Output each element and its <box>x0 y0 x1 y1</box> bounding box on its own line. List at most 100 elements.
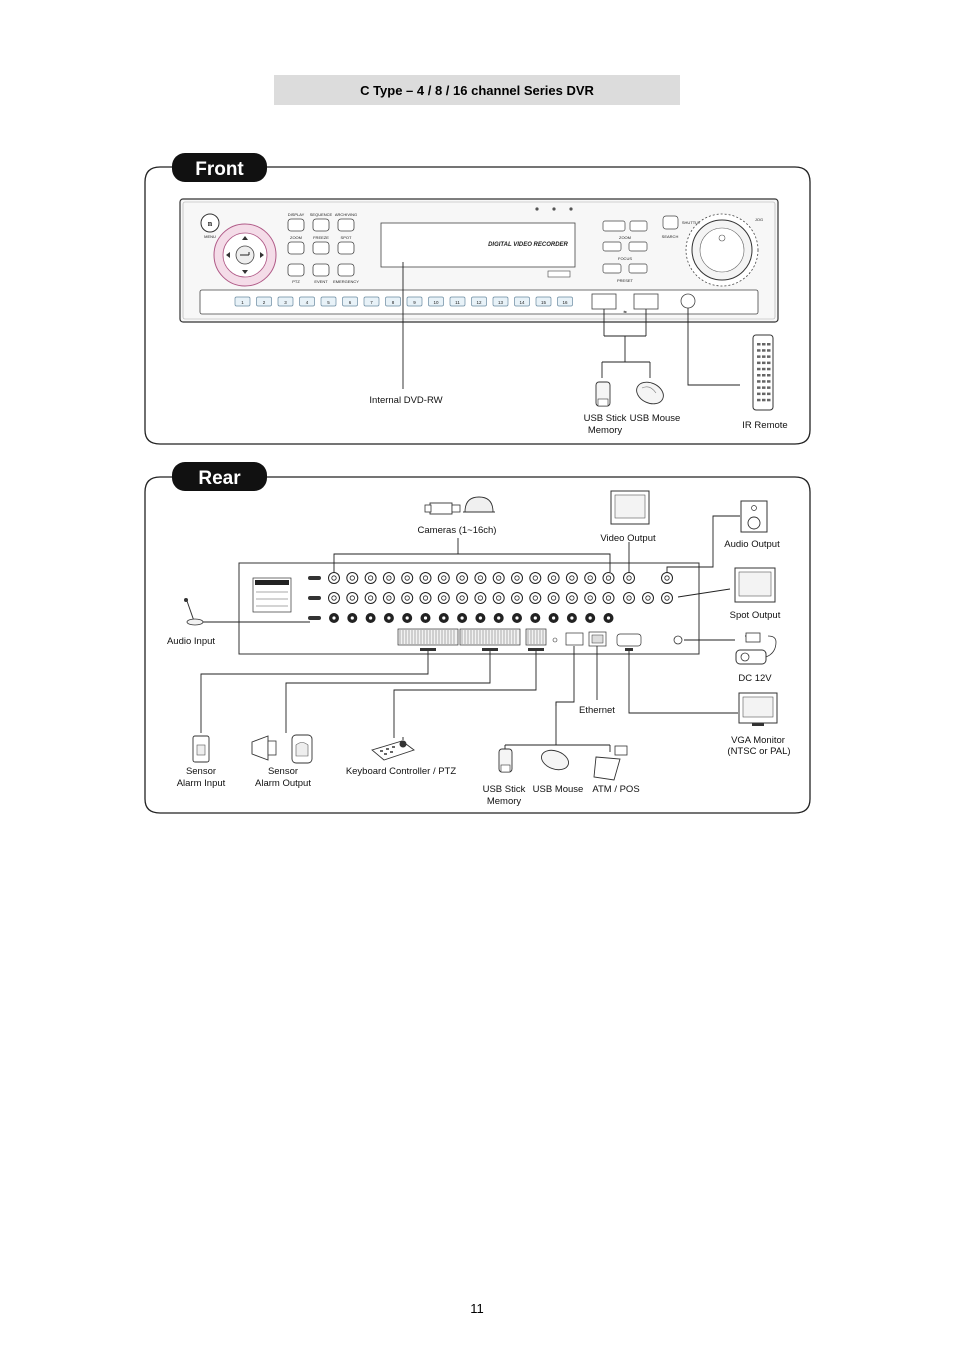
channel-button-7 <box>363 296 380 307</box>
rear-section: Rear <box>144 462 811 814</box>
channel-button-11 <box>449 296 466 307</box>
svg-text:n: n <box>208 219 213 228</box>
search-button <box>662 215 679 230</box>
channel-button-label: 5 <box>327 300 330 305</box>
page-title-text: C Type – 4 / 8 / 16 channel Series DVR <box>360 82 594 98</box>
svg-text:ZOOM: ZOOM <box>290 235 302 240</box>
ir-receiver <box>680 293 696 309</box>
channel-button-label: 4 <box>306 300 309 305</box>
sensor-output-label: Sensor <box>268 766 298 777</box>
video-output-label: Video Output <box>600 533 656 544</box>
channel-button-label: 16 <box>562 300 568 305</box>
svg-text:⇆: ⇆ <box>623 309 627 314</box>
svg-text:EVENT: EVENT <box>314 279 328 284</box>
channel-button-label: 6 <box>349 300 352 305</box>
cameras-label: Cameras (1~16ch) <box>418 525 497 536</box>
svg-text:SEQUENCE: SEQUENCE <box>310 212 333 217</box>
channel-button-14 <box>514 296 530 307</box>
microphone-icon <box>184 598 204 626</box>
channel-button-label: 2 <box>263 300 266 305</box>
usb-stick-icon <box>595 381 611 407</box>
dvr-front-panel: n MENU DISPLAY SEQUENCE ARCHIVING ZOOM F… <box>179 198 779 323</box>
rear-tab <box>172 462 267 491</box>
page-title: C Type – 4 / 8 / 16 channel Series DVR <box>274 75 680 105</box>
rear-tab-label: Rear <box>198 468 241 489</box>
channel-button-label: 11 <box>455 300 460 305</box>
svg-text:EMERGENCY: EMERGENCY <box>333 279 359 284</box>
rear-usb-stick-sublabel: Memory <box>487 796 522 807</box>
channel-button-12 <box>471 296 487 307</box>
vga-monitor-sublabel: (NTSC or PAL) <box>727 746 790 757</box>
dvd-label: Internal DVD-RW <box>369 395 442 406</box>
vga-monitor-label: VGA Monitor <box>731 735 785 746</box>
svg-text:FREEZE: FREEZE <box>313 235 329 240</box>
sensor-input-sublabel: Alarm Input <box>177 778 226 789</box>
spot-output-label: Spot Output <box>730 610 781 621</box>
front-tab <box>172 153 267 182</box>
usb-port-2 <box>633 293 659 310</box>
front-connection-lines <box>402 262 740 389</box>
front-section: Front n MENU DISPLAY SEQUENCE ARCHIVING <box>144 153 811 445</box>
sensor-input-label: Sensor <box>186 766 216 777</box>
channel-button-label: 10 <box>433 300 439 305</box>
rear-connection-lines <box>200 515 759 752</box>
audio-output-label: Audio Output <box>724 539 780 550</box>
status-leds <box>535 207 573 211</box>
channel-button-5 <box>320 296 337 307</box>
page-number: 11 <box>470 1301 484 1316</box>
channel-button-16 <box>557 296 573 307</box>
rear-usb-stick-label: USB Stick <box>483 784 526 795</box>
ethernet-label: Ethernet <box>579 705 615 716</box>
atm-pos-label: ATM / POS <box>592 784 639 795</box>
jog-shuttle: SHUTTLE JOG <box>682 213 763 287</box>
rear-usb-mouse-icon <box>541 749 569 771</box>
svg-text:PRESET: PRESET <box>617 278 634 283</box>
playback-buttons: ZOOM FOCUS PRESET <box>602 220 648 283</box>
svg-text:SPOT: SPOT <box>341 235 352 240</box>
channel-button-label: 9 <box>413 300 416 305</box>
channel-button-8 <box>385 296 401 307</box>
sensor-output-sublabel: Alarm Output <box>255 778 311 789</box>
usb-mouse-label: USB Mouse <box>630 413 681 424</box>
channel-button-label: 8 <box>392 300 395 305</box>
channel-button-9 <box>406 296 423 307</box>
keyboard-controller-icon <box>371 737 415 761</box>
usb-stick-label: USB Stick <box>584 413 627 424</box>
channel-button-2 <box>256 296 272 307</box>
power-adapter-icon <box>735 632 777 665</box>
channel-button-10 <box>428 296 444 307</box>
menu-label: MENU <box>204 234 216 239</box>
channel-button-label: 7 <box>370 300 373 305</box>
speaker-icon <box>740 500 768 533</box>
channel-button-4 <box>299 296 315 307</box>
rear-usb-mouse-label: USB Mouse <box>533 784 584 795</box>
channel-button-1 <box>234 296 251 307</box>
function-buttons: DISPLAY SEQUENCE ARCHIVING ZOOM FREEZE S… <box>287 212 359 284</box>
svg-text:JOG: JOG <box>755 217 763 222</box>
atm-pos-icon <box>593 745 628 781</box>
channel-button-label: 3 <box>284 300 287 305</box>
channel-button-label: 1 <box>241 300 244 305</box>
cameras-icon <box>424 496 495 515</box>
device-text: DIGITAL VIDEO RECORDER <box>488 242 568 248</box>
channel-button-3 <box>277 296 294 307</box>
svg-text:SHUTTLE: SHUTTLE <box>682 220 701 225</box>
video-output-monitor-icon <box>610 490 650 525</box>
channel-button-label: 14 <box>519 300 525 305</box>
rear-frame <box>144 476 811 814</box>
vga-monitor-icon <box>738 692 778 726</box>
dvr-rear-panel <box>238 562 700 655</box>
channel-button-label: 15 <box>541 300 547 305</box>
dvd-tray <box>380 222 576 268</box>
svg-text:PTZ: PTZ <box>292 279 300 284</box>
dc-label: DC 12V <box>738 673 772 684</box>
channel-button-label: 12 <box>476 300 482 305</box>
channel-button-6 <box>342 296 358 307</box>
front-tab-label: Front <box>195 159 244 180</box>
svg-text:SEARCH: SEARCH <box>662 234 679 239</box>
ir-remote-icon <box>752 334 774 411</box>
spot-output-monitor-icon <box>734 567 776 603</box>
alarm-output-icon <box>251 734 313 764</box>
